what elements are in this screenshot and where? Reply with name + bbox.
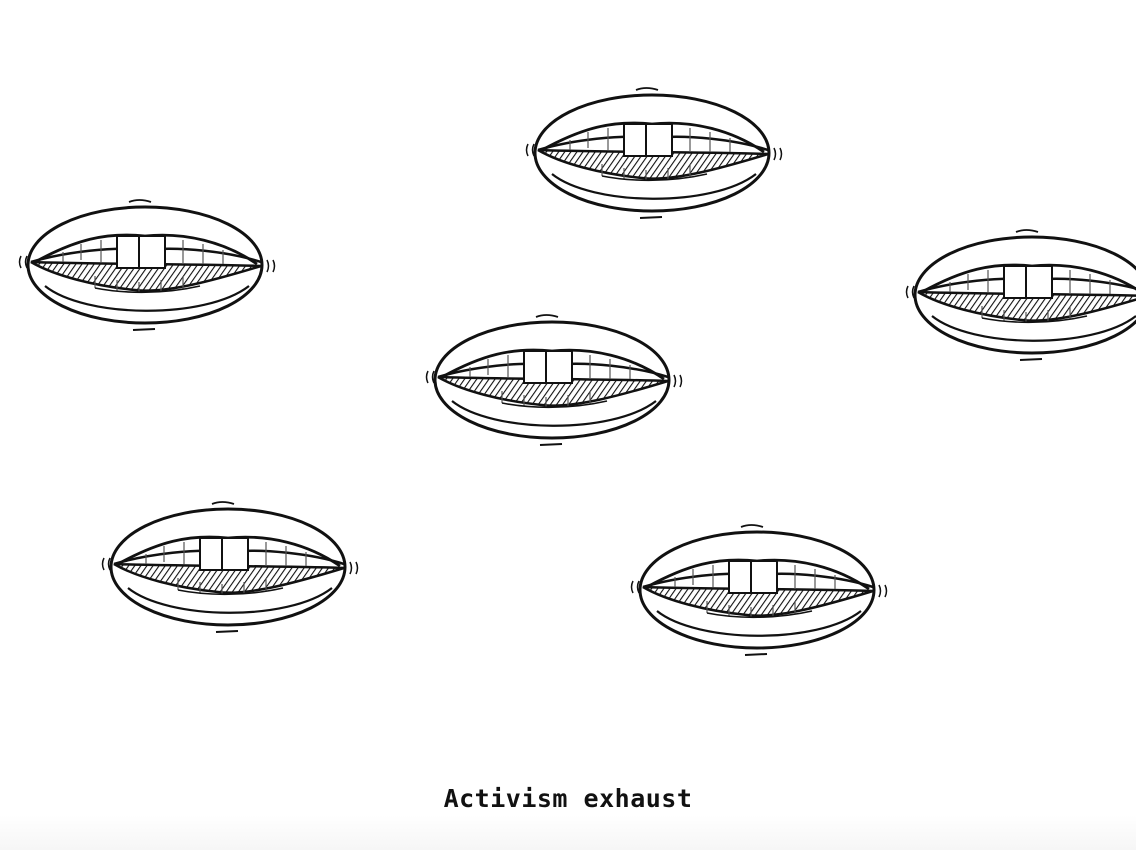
caption: Activism exhaust — [443, 784, 693, 813]
bottom-shadow — [0, 815, 1136, 850]
mouth-icon — [617, 515, 897, 665]
mouth-icon — [88, 492, 368, 642]
mouth-icon — [5, 190, 285, 340]
mouth-icon — [512, 78, 792, 228]
mouth-icon — [412, 305, 692, 455]
mouth-icon — [892, 220, 1136, 370]
